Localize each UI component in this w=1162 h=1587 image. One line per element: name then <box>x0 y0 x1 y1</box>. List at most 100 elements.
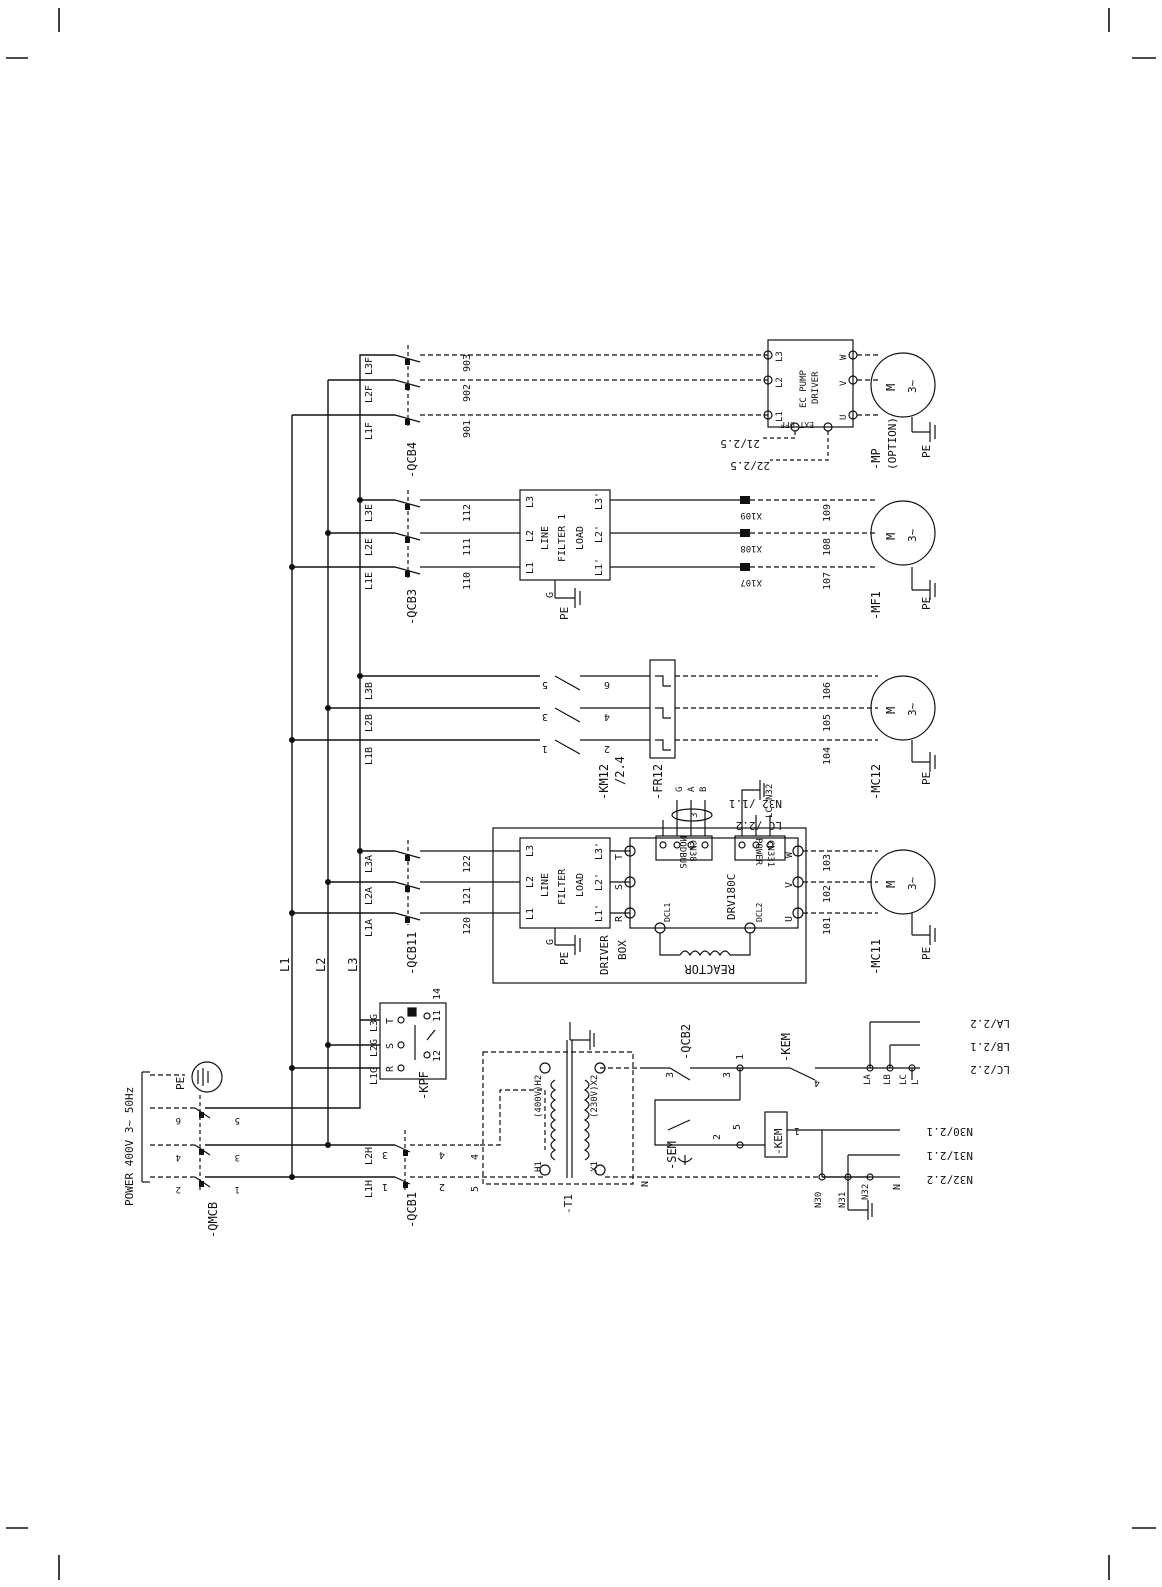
svg-text:S: S <box>614 884 625 890</box>
svg-text:M: M <box>884 881 898 888</box>
bus-label-l1: L1 <box>278 958 292 972</box>
bus-label-l3: L3 <box>346 958 360 972</box>
svg-text:N30/2.1: N30/2.1 <box>927 1125 973 1138</box>
motor-mc11 <box>870 849 936 945</box>
qcb1-terminals: L1H L2H 4 3 2 1 5 4 <box>364 1147 481 1198</box>
svg-text:L2F: L2F <box>364 385 375 403</box>
svg-text:W: W <box>784 851 795 858</box>
qmcb-pins: 6 5 4 3 2 1 <box>176 1115 240 1194</box>
svg-text:3: 3 <box>235 1152 240 1162</box>
svg-text:LOAD: LOAD <box>575 526 586 550</box>
svg-text:R: R <box>614 915 625 922</box>
svg-text:LA: LA <box>863 1074 873 1085</box>
svg-text:(230V)X2: (230V)X2 <box>590 1075 600 1118</box>
svg-text:L2G: L2G <box>369 1039 380 1057</box>
qcb4-switch <box>394 339 936 461</box>
svg-text:L1: L1 <box>775 411 785 422</box>
svg-text:N32 /1.1: N32 /1.1 <box>729 797 782 810</box>
svg-text:L2H: L2H <box>364 1147 375 1165</box>
svg-text:L2: L2 <box>525 530 536 542</box>
km12-labels: L1B L2B L3B 5 3 1 6 4 2 -KM12 /2.4 -FR12… <box>364 679 833 800</box>
svg-text:-MP: -MP <box>869 448 883 470</box>
svg-text:L1E: L1E <box>364 572 375 590</box>
svg-text:5: 5 <box>235 1115 240 1125</box>
svg-text:4: 4 <box>814 1077 820 1088</box>
svg-text:DRIVER: DRIVER <box>811 371 821 404</box>
svg-text:DRIVER: DRIVER <box>598 935 611 975</box>
svg-text:3~: 3~ <box>906 528 919 542</box>
qmcb-label: -QMCB <box>206 1202 220 1238</box>
kem-contact-label: -KEM <box>779 1033 793 1062</box>
svg-text:4: 4 <box>604 711 610 722</box>
t1-label: -T1 <box>562 1194 575 1214</box>
svg-text:21/2.5: 21/2.5 <box>720 437 760 450</box>
svg-text:N: N <box>892 1184 903 1190</box>
svg-text:M: M <box>884 533 898 540</box>
qcb3-labels: -QCB3 L1E L2E L3E 110 111 112 L1 L2 L3 L… <box>364 492 833 625</box>
svg-text:5: 5 <box>470 1186 481 1192</box>
transformer-labels: H1 (400V)H2 X1 (230V)X2 <box>534 1075 600 1172</box>
motor-mc12 <box>870 675 936 772</box>
svg-text:PE: PE <box>558 952 571 965</box>
qcb4-labels: -QCB4 L1F L2F L3F 901 902 903 L1 L2 L3 E… <box>364 351 933 478</box>
svg-text:L1': L1' <box>594 558 605 576</box>
kpf-terminal-labels: L1G L2G L3G R S T 11 12 14 <box>369 988 443 1085</box>
svg-text:X108: X108 <box>740 543 762 553</box>
transformer-t1 <box>482 1022 820 1185</box>
svg-text:N32: N32 <box>765 784 775 800</box>
svg-text:L1': L1' <box>594 904 605 922</box>
svg-text:107: 107 <box>822 572 833 590</box>
svg-text:L2E: L2E <box>364 538 375 556</box>
qcb11-label: -QCB11 <box>405 932 419 975</box>
svg-text:DCL1: DCL1 <box>663 903 672 922</box>
svg-text:3~: 3~ <box>906 702 919 716</box>
svg-text:N31: N31 <box>838 1192 848 1208</box>
svg-text:-QCB3: -QCB3 <box>405 589 419 625</box>
svg-text:EXT OFF: EXT OFF <box>780 420 814 429</box>
svg-text:3: 3 <box>542 711 548 722</box>
svg-text:2: 2 <box>439 1181 445 1192</box>
svg-text:L3B: L3B <box>364 682 375 700</box>
qcb11-switch <box>394 840 520 925</box>
svg-text:T: T <box>614 854 625 860</box>
svg-text:LC: LC <box>765 807 775 818</box>
svg-text:G: G <box>675 787 685 792</box>
power-label: POWER 400V 3~ 50Hz <box>123 1087 136 1206</box>
svg-text:120: 120 <box>462 917 473 935</box>
kem-coil-label: -KEM <box>772 1128 785 1155</box>
svg-text:12: 12 <box>432 1050 443 1062</box>
svg-text:EC PUMP: EC PUMP <box>799 369 809 408</box>
svg-text:2: 2 <box>176 1184 181 1194</box>
svg-text:N32/2.2: N32/2.2 <box>927 1173 973 1186</box>
svg-text:L3F: L3F <box>364 357 375 375</box>
svg-text:G: G <box>545 592 556 598</box>
svg-text:FILTER 1: FILTER 1 <box>557 514 568 562</box>
svg-text:X1: X1 <box>590 1161 600 1172</box>
qcb1-switch <box>394 1089 546 1192</box>
svg-text:11: 11 <box>432 1010 443 1022</box>
svg-text:1: 1 <box>235 1184 240 1194</box>
svg-text:PE: PE <box>920 597 933 610</box>
kpf-label: -KPF <box>417 1071 431 1100</box>
svg-text:LB: LB <box>883 1074 893 1085</box>
svg-text:122: 122 <box>462 855 473 873</box>
svg-text:S: S <box>385 1043 396 1049</box>
svg-text:DCL2: DCL2 <box>755 903 764 922</box>
svg-text:L2: L2 <box>525 876 536 888</box>
sem-label: -SEM <box>665 1141 679 1170</box>
svg-text:121: 121 <box>462 887 473 905</box>
svg-text:112: 112 <box>462 504 473 522</box>
svg-text:L2B: L2B <box>364 714 375 732</box>
svg-text:6: 6 <box>176 1115 181 1125</box>
svg-text:901: 901 <box>462 420 473 438</box>
svg-text:1: 1 <box>794 1125 800 1136</box>
svg-text:L3A: L3A <box>364 855 375 873</box>
svg-text:4: 4 <box>470 1154 481 1160</box>
svg-text:106: 106 <box>822 682 833 700</box>
bus-label-l2: L2 <box>314 958 328 972</box>
svg-text:4: 4 <box>176 1152 181 1162</box>
svg-text:POWER: POWER <box>753 838 763 866</box>
svg-text:LB/2.1: LB/2.1 <box>970 1040 1010 1053</box>
svg-text:-QCB4: -QCB4 <box>405 442 419 478</box>
